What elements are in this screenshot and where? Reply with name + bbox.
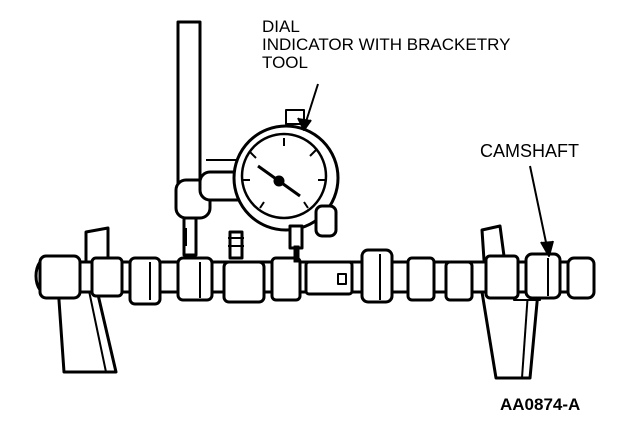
- camshaft-label: CAMSHAFT: [480, 141, 579, 161]
- dial-indicator-label: DIAL INDICATOR WITH BRACKETRY TOOL: [262, 18, 510, 72]
- indicator-stand: [174, 20, 252, 260]
- dial-indicator: [232, 109, 340, 263]
- dial-leader-head: [297, 117, 312, 131]
- camshaft: [34, 248, 596, 306]
- dial-label-line-1: DIAL: [262, 17, 300, 36]
- camshaft-leader-head: [540, 240, 554, 257]
- dial-label-line-3: TOOL: [262, 53, 308, 72]
- v-block-right: [480, 224, 541, 380]
- leader-arrows: [297, 83, 554, 257]
- v-block-left: [56, 226, 118, 374]
- figure-id: AA0874-A: [500, 395, 581, 414]
- dial-label-line-2: INDICATOR WITH BRACKETRY: [262, 35, 511, 54]
- camshaft-leader: [529, 165, 549, 253]
